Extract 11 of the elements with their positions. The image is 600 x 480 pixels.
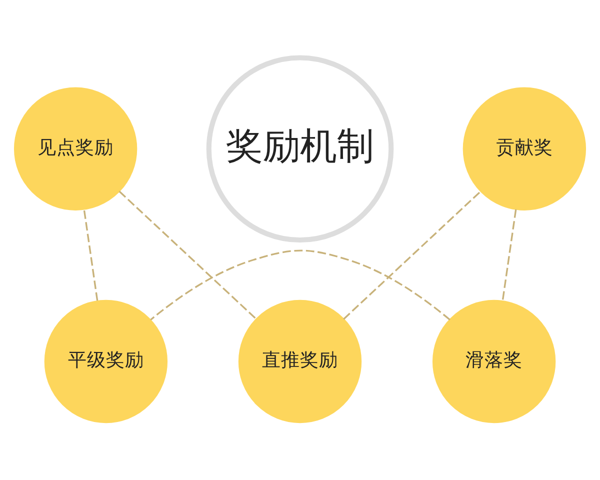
node-circle: 贡献奖 — [462, 87, 586, 210]
connector — [83, 209, 98, 301]
node-circle: 奖励机制 — [206, 55, 394, 243]
node-circle: 滑落奖 — [432, 300, 556, 424]
node-circle: 见点奖励 — [14, 87, 138, 210]
connector — [150, 250, 450, 320]
node-circle: 平级奖励 — [44, 300, 168, 424]
connector — [118, 190, 257, 320]
connector — [502, 209, 517, 301]
connector — [343, 190, 482, 320]
node-circle: 直推奖励 — [238, 300, 362, 424]
